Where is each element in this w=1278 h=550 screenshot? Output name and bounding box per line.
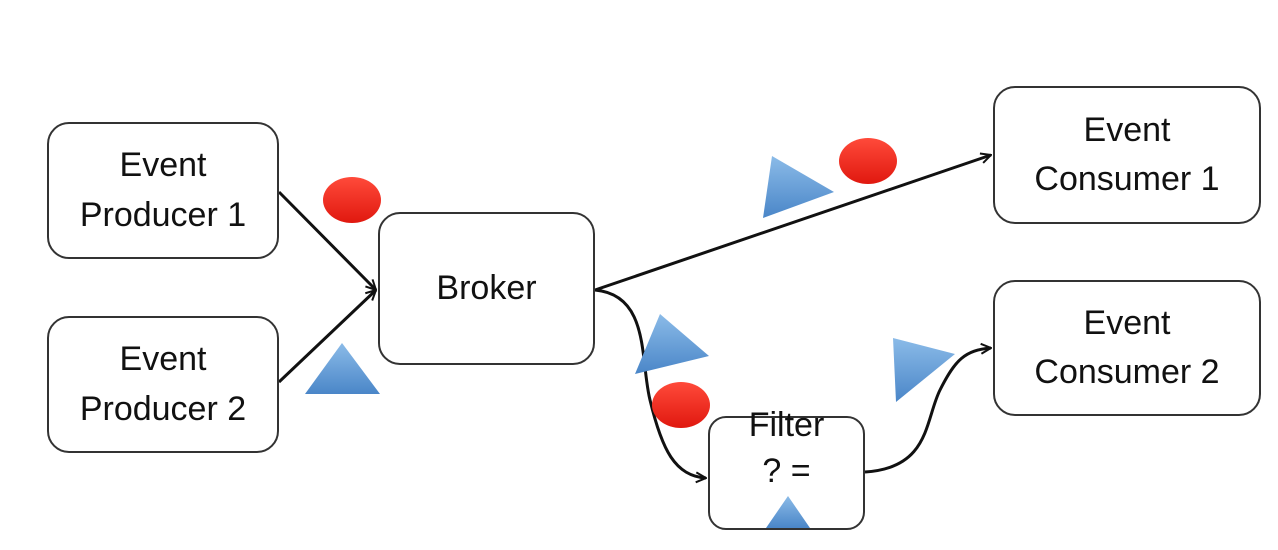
triangle-event-icon <box>765 496 810 529</box>
filter-condition: ? = <box>762 449 812 544</box>
node-broker: Broker <box>378 212 595 365</box>
edge-producer2-broker <box>277 290 376 384</box>
node-label-line1: Event <box>1083 303 1171 342</box>
node-label-line1: Event <box>119 146 207 185</box>
node-event-producer-2: Event Producer 2 <box>47 316 279 453</box>
node-label-line1: Event <box>119 340 207 379</box>
node-label-line2: Producer 1 <box>79 195 247 234</box>
node-event-consumer-2: Event Consumer 2 <box>993 280 1261 416</box>
triangle-event-icon <box>635 314 709 374</box>
edge-broker-consumer1 <box>594 155 991 292</box>
circle-event-icon <box>839 138 897 184</box>
triangle-event-icon <box>893 338 955 402</box>
edge-filter-consumer2 <box>864 348 991 474</box>
node-label-line2: Consumer 2 <box>1034 353 1220 391</box>
circle-event-icon <box>323 177 381 223</box>
edge-broker-filter <box>594 288 706 478</box>
filter-condition-text: ? = <box>762 451 811 490</box>
triangle-event-icon <box>763 156 834 218</box>
node-event-consumer-1: Event Consumer 1 <box>993 86 1261 224</box>
node-label-line1: Event <box>1083 110 1171 149</box>
node-label: Broker <box>436 268 537 307</box>
edge-producer1-broker <box>277 190 376 290</box>
node-filter: Filter ? = <box>708 406 865 530</box>
node-label-line2: Consumer 1 <box>1034 160 1220 198</box>
circle-event-icon <box>652 382 710 428</box>
node-label-line1: Filter <box>748 405 825 444</box>
node-label-line2: Producer 2 <box>79 389 247 428</box>
node-event-producer-1: Event Producer 1 <box>47 122 279 259</box>
triangle-event-icon <box>305 343 380 394</box>
